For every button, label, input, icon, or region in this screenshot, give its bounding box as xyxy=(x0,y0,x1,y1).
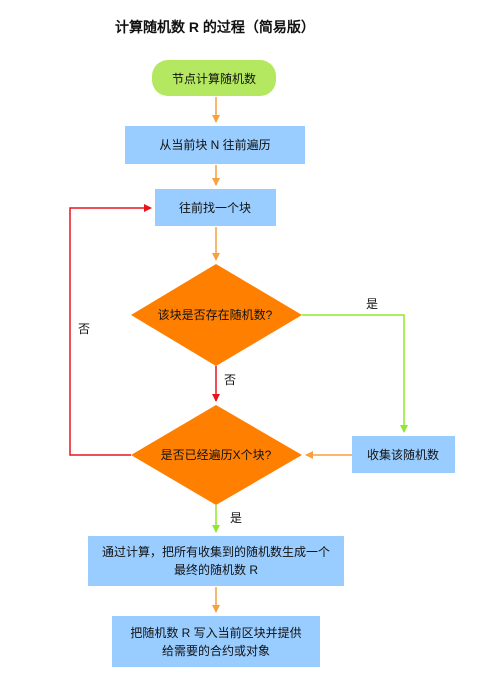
write-node-label-line2: 给需要的合约或对象 xyxy=(162,643,270,658)
arrow-no-loop-back xyxy=(69,204,152,456)
traverse-node-label: 从当前块 N 往前遍历 xyxy=(159,137,270,152)
has-random-decision xyxy=(131,264,302,366)
collect-node-label: 收集该随机数 xyxy=(367,447,439,462)
compute-node xyxy=(88,536,344,586)
write-node-label-line1: 把随机数 R 写入当前区块并提供 xyxy=(130,625,301,640)
traversed-x-decision-label: 是否已经遍历X个块? xyxy=(161,448,272,462)
diagram-title: 计算随机数 R 的过程（简易版） xyxy=(115,19,315,35)
collect-node xyxy=(352,436,455,473)
start-node xyxy=(152,60,276,96)
arrow-yes-to-collect xyxy=(302,314,408,433)
start-node-label: 节点计算随机数 xyxy=(172,71,256,86)
edge-label-no-check: 否 xyxy=(224,373,236,387)
compute-node-label-line2: 最终的随机数 R xyxy=(174,562,258,577)
traverse-node xyxy=(125,126,305,164)
compute-node-label-line1: 通过计算，把所有收集到的随机数生成一个 xyxy=(102,544,330,559)
has-random-decision-label: 该块是否存在随机数? xyxy=(158,307,273,322)
edge-label-yes-collect: 是 xyxy=(366,297,378,311)
traversed-x-decision xyxy=(131,405,302,505)
find-prev-node xyxy=(155,189,276,226)
find-prev-node-label: 往前找一个块 xyxy=(179,200,251,215)
edge-label-no-loop: 否 xyxy=(78,322,90,336)
edge-label-yes-compute: 是 xyxy=(230,511,242,525)
write-node xyxy=(112,616,320,667)
